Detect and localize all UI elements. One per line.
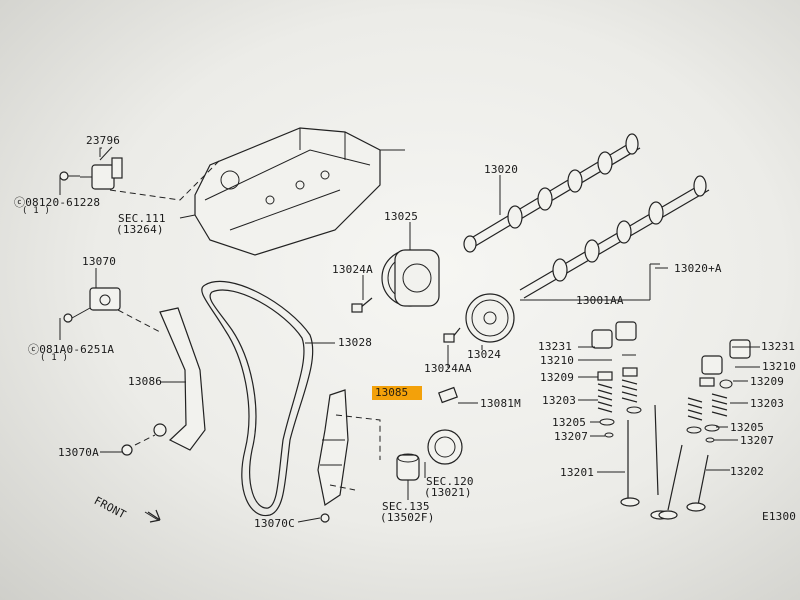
label-sec120[interactable]: SEC.120 — [426, 475, 474, 488]
label-13020a[interactable]: 13020+A — [674, 262, 722, 275]
crank-sprocket-shape — [396, 429, 463, 481]
cam-sprocket-shape — [381, 249, 440, 307]
label-sec111[interactable]: SEC.111 — [118, 212, 166, 225]
label-13028[interactable]: 13028 — [338, 336, 373, 349]
label-bolt-081a0[interactable]: ⓒ081A0-6251A — [28, 343, 115, 356]
label-13020[interactable]: 13020 — [484, 163, 519, 176]
label-bolt-08120-qty: ( 1 ) — [22, 206, 51, 216]
label-13210-right[interactable]: 13210 — [762, 360, 797, 373]
label-23796[interactable]: 23796 — [86, 134, 121, 147]
valve-cover-shape — [194, 127, 405, 256]
tensioner-shape — [71, 287, 121, 319]
label-13086[interactable]: 13086 — [128, 375, 163, 388]
diagram-code: E1300 — [762, 510, 797, 523]
label-13024a[interactable]: 13024A — [332, 263, 373, 276]
label-13024aa[interactable]: 13024AA — [424, 362, 472, 375]
label-bolt-08120[interactable]: ⓒ08120-61228 — [14, 196, 101, 209]
label-sec135-ref: (13502F) — [380, 511, 435, 524]
label-13207-left[interactable]: 13207 — [554, 430, 589, 443]
label-13070a[interactable]: 13070A — [58, 446, 99, 459]
bolt-081a0-code: 081A0-6251A — [39, 343, 115, 356]
label-13210-left[interactable]: 13210 — [540, 354, 575, 367]
label-sec111-ref: (13264) — [116, 223, 164, 236]
tensioner-arm-shape — [159, 307, 206, 451]
highlighted-part-text: 13085 — [375, 386, 409, 399]
label-13231-left[interactable]: 13231 — [538, 340, 573, 353]
label-sec135[interactable]: SEC.135 — [382, 500, 430, 513]
label-13203-left[interactable]: 13203 — [542, 394, 577, 407]
label-13070[interactable]: 13070 — [82, 255, 117, 268]
cam-sensor-shape — [59, 146, 123, 190]
label-13202[interactable]: 13202 — [730, 465, 765, 478]
leader-lines — [59, 147, 760, 523]
label-13201[interactable]: 13201 — [560, 466, 595, 479]
label-13024[interactable]: 13024 — [467, 348, 502, 361]
label-13081m[interactable]: 13081M — [480, 397, 521, 410]
valve-train-left-shape — [591, 321, 670, 520]
label-bolt-081a0-qty: ( 1 ) — [40, 353, 69, 363]
camshaft-lower-shape — [519, 175, 710, 301]
timing-chain-shape — [201, 280, 314, 517]
bolts-shape — [63, 297, 461, 523]
camshaft-upper-shape — [463, 133, 641, 253]
label-13205-left[interactable]: 13205 — [552, 416, 587, 429]
highlighted-part-label[interactable]: 13085 — [372, 386, 422, 400]
label-13205-right[interactable]: 13205 — [730, 421, 765, 434]
label-13231-right[interactable]: 13231 — [761, 340, 796, 353]
label-13207-right[interactable]: 13207 — [740, 434, 775, 447]
chain-guide-shape — [317, 389, 349, 506]
exhaust-sprocket-shape — [465, 293, 515, 343]
bolt-08120-code: 08120-61228 — [25, 196, 101, 209]
valve-train-right-shape — [658, 339, 751, 520]
label-13070c[interactable]: 13070C — [254, 517, 295, 530]
label-13209-right[interactable]: 13209 — [750, 375, 785, 388]
label-13001aa[interactable]: 13001AA — [576, 294, 624, 307]
label-13025[interactable]: 13025 — [384, 210, 419, 223]
label-sec120-ref: (13021) — [424, 486, 472, 499]
label-13209-left[interactable]: 13209 — [540, 371, 575, 384]
label-13203-right[interactable]: 13203 — [750, 397, 785, 410]
front-arrow — [144, 509, 161, 523]
